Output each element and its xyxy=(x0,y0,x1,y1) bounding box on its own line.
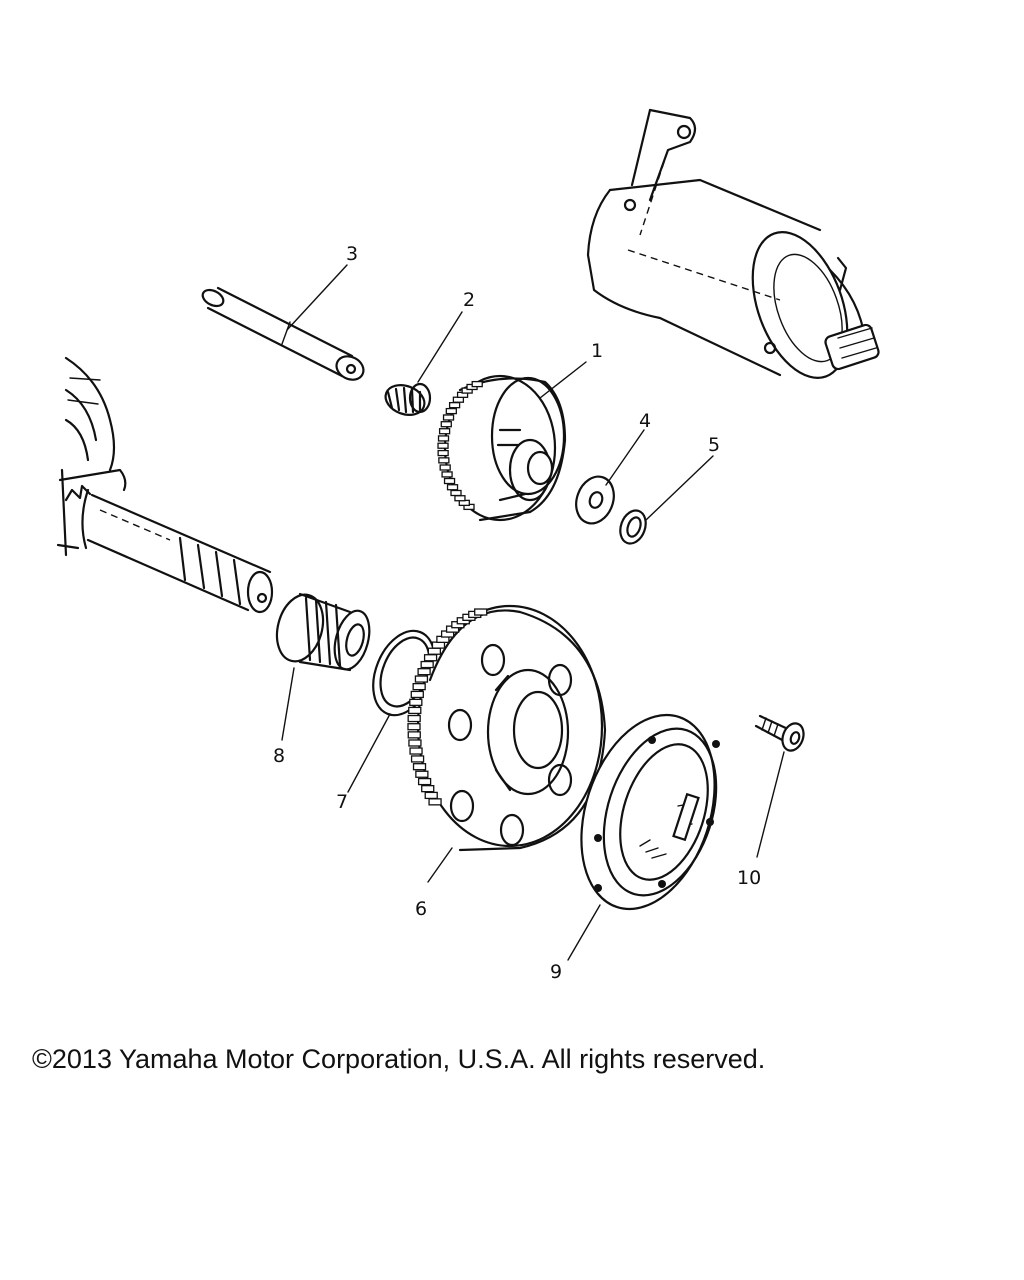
bolt xyxy=(754,714,805,752)
crankshaft xyxy=(56,356,274,614)
starter-motor xyxy=(586,108,880,379)
starter-clutch xyxy=(580,713,720,911)
circlip xyxy=(619,509,647,545)
callout-6: 6 xyxy=(415,898,427,920)
washer xyxy=(575,475,615,525)
callout-1: 1 xyxy=(591,340,603,362)
roller-bearing xyxy=(275,592,371,672)
callout-labels: 1 2 3 4 5 6 7 8 9 10 xyxy=(273,243,761,983)
needle-bearing xyxy=(384,382,432,416)
callout-4: 4 xyxy=(639,410,651,432)
callout-5: 5 xyxy=(708,434,720,456)
shaft xyxy=(201,286,365,381)
callout-8: 8 xyxy=(273,745,285,767)
callout-2: 2 xyxy=(463,289,475,311)
callout-9: 9 xyxy=(550,961,562,983)
idle-gear xyxy=(437,374,567,522)
leader-lines xyxy=(281,264,785,961)
callout-3: 3 xyxy=(346,243,358,265)
callout-10: 10 xyxy=(737,867,761,889)
callout-7: 7 xyxy=(336,791,348,813)
starter-wheel-gear xyxy=(407,604,607,852)
copyright-notice: ©2013 Yamaha Motor Corporation, U.S.A. A… xyxy=(32,1044,766,1074)
